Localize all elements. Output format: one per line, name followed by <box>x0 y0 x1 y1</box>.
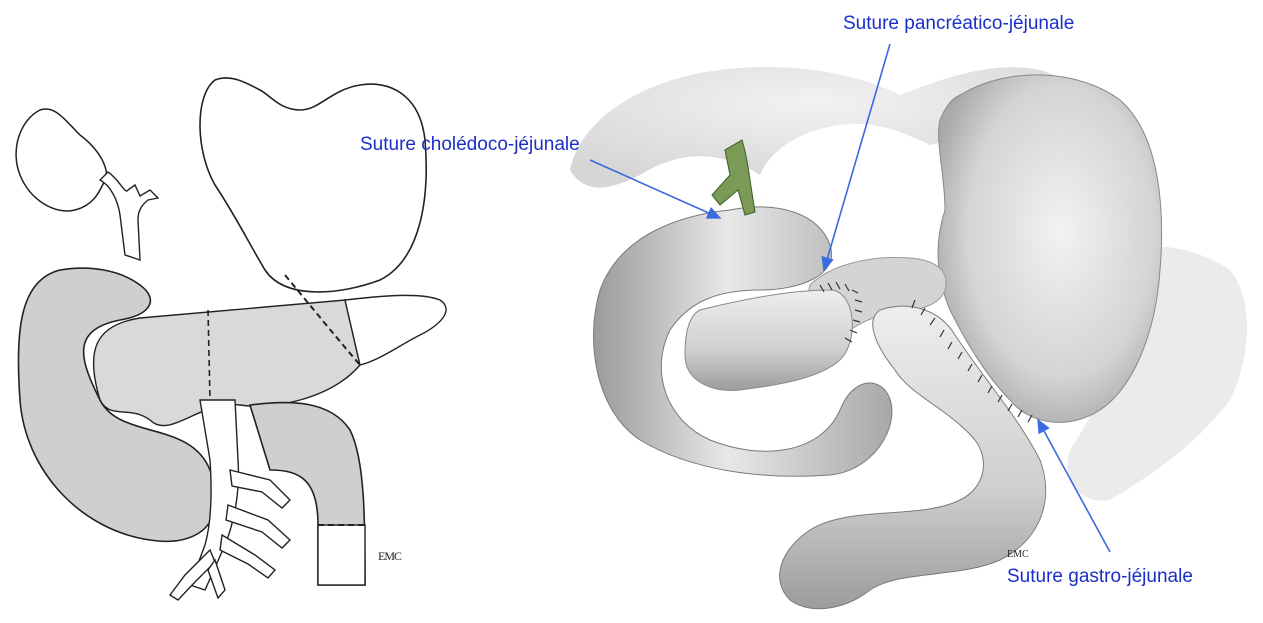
jejunal-stump <box>318 525 365 585</box>
label-suture-gastro-jejunale: Suture gastro-jéjunale <box>1007 567 1193 586</box>
right-anatomy-illustration <box>570 67 1247 609</box>
signature-left: EMC <box>378 549 402 563</box>
label-suture-choledoco-jejunale: Suture cholédoco-jéjunale <box>360 135 580 154</box>
label-suture-pancreatico-jejunale: Suture pancréatico-jéjunale <box>843 14 1074 33</box>
left-anatomy-drawing <box>16 78 446 600</box>
stomach-outline <box>200 78 426 292</box>
signature-right: EMC <box>1007 549 1029 560</box>
gallbladder <box>16 109 106 211</box>
pancreas-tail <box>345 295 446 365</box>
jejunal-inner-loop <box>685 290 852 390</box>
bile-duct <box>100 172 158 260</box>
arrow-choledoco <box>590 160 720 218</box>
